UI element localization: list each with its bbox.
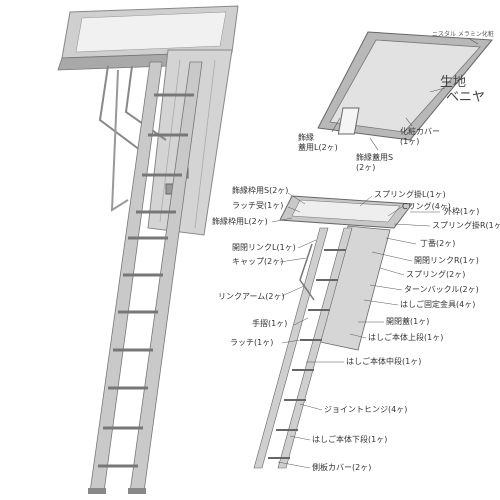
trim-lid-l-label: 飾縁蓋用L(2ヶ) (298, 132, 338, 152)
ladder-mid-label: はしご本体中段(1ヶ) (346, 356, 421, 366)
trim-frame-l-label: 飾縁枠用L(2ヶ) (212, 216, 268, 226)
ladder-bracket-label: はしご固定金具(4ヶ) (400, 299, 475, 309)
plywood-note-1: 生地 (440, 75, 466, 90)
handrail-label: 手摺(1ヶ) (252, 318, 287, 328)
spring-label: スプリング(2ヶ) (406, 269, 465, 279)
ladder-bottom-label: はしご本体下段(1ヶ) (312, 434, 387, 444)
latch-label: ラッチ(1ヶ) (230, 338, 273, 347)
link-arm-label: リンクアーム(2ヶ) (218, 292, 285, 301)
cap-label: キャップ(2ヶ) (232, 257, 283, 266)
latch-receiver-label: ラッチ受(1ヶ) (232, 200, 283, 210)
outer-frame-label: 外枠(1ヶ) (444, 206, 479, 216)
parts-illustration (253, 192, 440, 469)
link-l-label: 開閉リンクL(1ヶ) (232, 243, 296, 252)
spring-hook-r-label: スプリング掛R(1ヶ) (432, 220, 500, 230)
spring-hook-l-label: スプリング掛L(1ヶ) (374, 189, 446, 199)
ladder-photo-illustration (57, 5, 239, 494)
hinge-label: 丁番(2ヶ) (420, 238, 455, 248)
joint-hinge-label: ジョイントヒンジ(4ヶ) (324, 405, 407, 414)
c-ring-label: Cリング(4ヶ) (402, 201, 451, 211)
ladder-top-label: はしご本体上段(1ヶ) (368, 332, 443, 342)
trim-frame-s-label: 飾縁枠用S(2ヶ) (232, 185, 288, 195)
plywood-note-2: ベニヤ (446, 90, 485, 105)
link-r-label: 開閉リンクR(1ヶ) (414, 256, 479, 265)
lid-label: 開閉蓋(1ヶ) (386, 316, 429, 326)
panel-illustration (317, 31, 494, 151)
turnbuckle-label: ターンバックル(2ヶ) (404, 285, 479, 294)
trim-lid-s-label: 飾縁蓋用S(2ヶ) (356, 152, 393, 172)
cover-label: 化粧カバー(1ヶ) (400, 126, 440, 146)
side-cover-label: 側板カバー(2ヶ) (312, 462, 371, 472)
corner-note: ニスタル メラミン化粧 (432, 30, 494, 38)
